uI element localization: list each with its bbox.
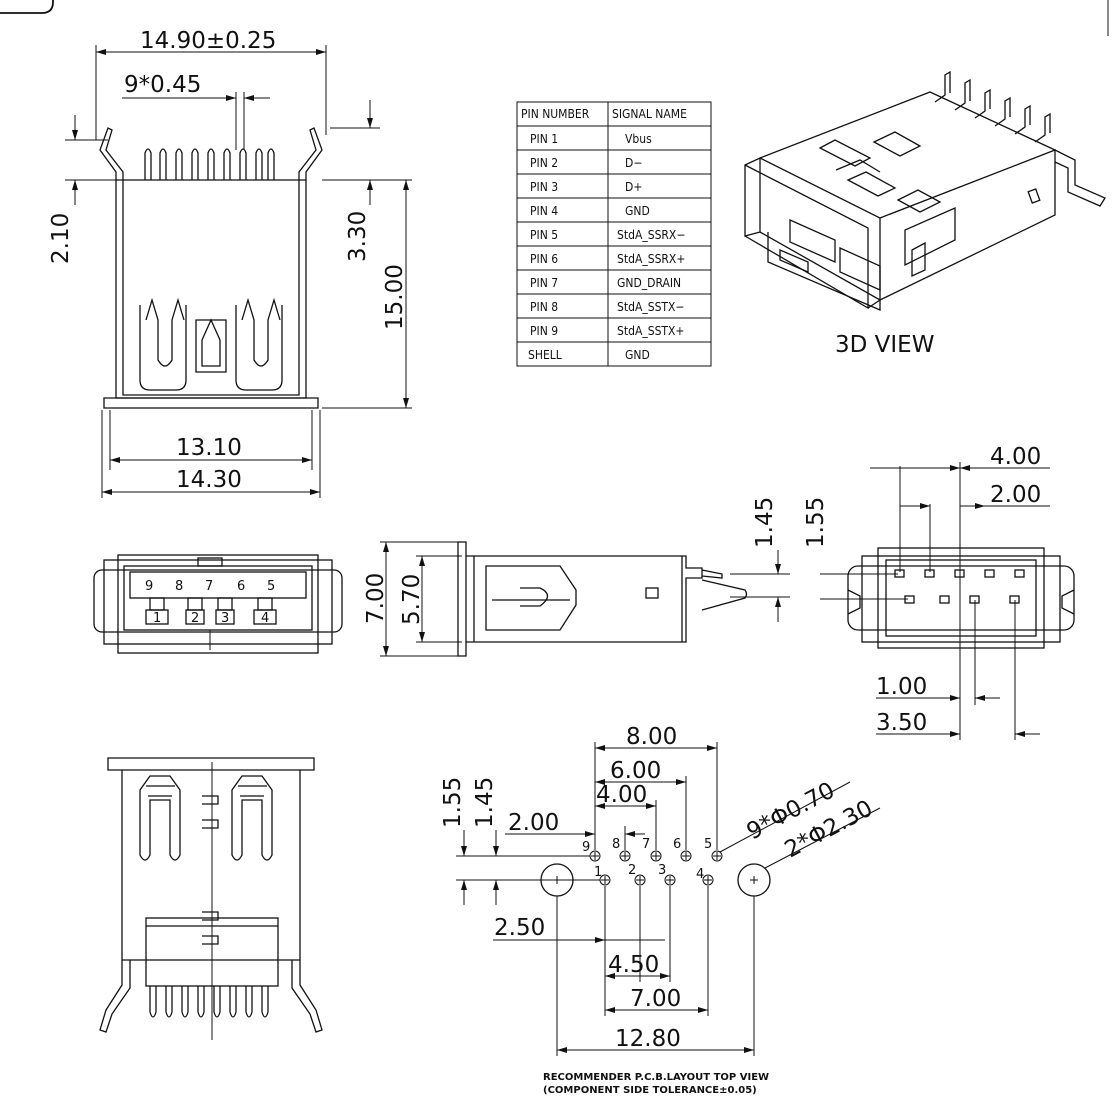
- pcb-dim-1280: 12.80: [615, 1026, 681, 1052]
- dim-body-width: 14.30: [176, 467, 242, 493]
- pin-table-signal-cell: Vbus: [625, 132, 652, 146]
- dim-pin-length-left: 2.10: [48, 213, 74, 264]
- mating-pin-8: 8: [175, 579, 183, 594]
- pin-table-pin-cell: PIN 1: [530, 132, 558, 146]
- pcb-dim-450: 4.50: [608, 952, 659, 978]
- pin-table-pin-cell: SHELL: [528, 348, 562, 362]
- pin-table-pin-cell: PIN 3: [530, 180, 558, 194]
- title-block-corner: [0, 0, 54, 14]
- pcb-layout: 8.00 6.00 4.00 2.00 1.55 1.45: [440, 724, 881, 1096]
- pin-table-pin-cell: PIN 4: [530, 204, 558, 218]
- pcb-pin-4: 4: [696, 867, 704, 882]
- dim-overall-height: 15.00: [382, 264, 408, 330]
- mating-pin-1: 1: [153, 611, 161, 626]
- pcb-note-line1: RECOMMENDER P.C.B.LAYOUT TOP VIEW: [543, 1072, 769, 1083]
- pcb-dim-200: 2.00: [508, 810, 559, 836]
- rear-view: 4.00 2.00 1.00 3.50: [820, 444, 1075, 740]
- pin-table-signal-cell: StdA_SSRX+: [617, 252, 685, 266]
- top-view: 14.90±0.25 9*0.45 2.10 3.30 15.00: [48, 28, 412, 498]
- dim-front-height-inner: 5.70: [399, 574, 425, 625]
- pin-table-pin-cell: PIN 7: [530, 276, 558, 290]
- dim-rear-pitch-2: 2.00: [990, 482, 1041, 508]
- mating-pin-7: 7: [205, 579, 213, 594]
- dim-rear-pitch-4: 4.00: [990, 444, 1041, 470]
- mating-pin-2: 2: [191, 611, 199, 626]
- dim-side-offset-a: 1.45: [752, 497, 778, 548]
- pcb-dim-700: 7.00: [630, 986, 681, 1012]
- pin-table-signal-cell: StdA_SSRX−: [617, 228, 685, 242]
- pcb-dim-145: 1.45: [472, 777, 498, 828]
- pin-table-pin-cell: PIN 9: [530, 324, 558, 338]
- pin-table-signal-cell: StdA_SSTX+: [617, 324, 684, 338]
- dim-pin-pitch: 9*0.45: [124, 72, 201, 98]
- pin-table-signal-cell: GND: [625, 204, 650, 218]
- 3d-view: 3D VIEW: [744, 70, 1106, 358]
- dim-side-offset-b: 1.55: [803, 497, 829, 548]
- pcb-pin-8: 8: [612, 837, 620, 852]
- pcb-dim-600: 6.00: [610, 758, 661, 784]
- pcb-dim-800: 8.00: [626, 724, 677, 750]
- mating-pin-3: 3: [221, 611, 229, 626]
- pcb-note-line2: (COMPONENT SIDE TOLERANCE±0.05): [543, 1085, 757, 1096]
- 3d-view-label: 3D VIEW: [835, 332, 934, 358]
- dim-front-height-outer: 7.00: [363, 573, 389, 624]
- mating-pin-9: 9: [145, 579, 153, 594]
- mating-face-view: 9 8 7 6 5 1 2 3 4: [93, 554, 343, 654]
- bottom-view: [99, 757, 323, 1040]
- pin-table-signal-cell: StdA_SSTX−: [617, 300, 684, 314]
- pin-table-pin-cell: PIN 2: [530, 156, 558, 170]
- pin-table-header-signal: SIGNAL NAME: [612, 107, 687, 121]
- side-view: 7.00 5.70 1.45 1.55: [363, 497, 829, 657]
- pcb-dim-400: 4.00: [596, 782, 647, 808]
- pin-table-header-pin: PIN NUMBER: [521, 107, 590, 121]
- dim-overall-width: 14.90±0.25: [140, 28, 276, 54]
- pcb-pin-3: 3: [658, 863, 666, 878]
- pin-table-signal-cell: D+: [625, 180, 642, 194]
- dim-pin-length-right: 3.30: [345, 211, 371, 262]
- pin-table-signal-cell: D−: [625, 156, 642, 170]
- mating-pin-6: 6: [237, 579, 245, 594]
- pcb-dim-250: 2.50: [494, 915, 545, 941]
- pcb-dim-155: 1.55: [440, 777, 466, 828]
- pin-table-pin-cell: PIN 5: [530, 228, 558, 242]
- pcb-pin-2: 2: [628, 863, 636, 878]
- mating-pin-5: 5: [267, 579, 275, 594]
- mating-pin-4: 4: [261, 611, 269, 626]
- pcb-pin-6: 6: [673, 837, 681, 852]
- pin-table-pin-cell: PIN 6: [530, 252, 558, 266]
- pcb-pin-5: 5: [704, 837, 712, 852]
- dim-inner-width: 13.10: [176, 435, 242, 461]
- pin-table-pin-cell: PIN 8: [530, 300, 558, 314]
- pcb-pin-9: 9: [582, 840, 590, 855]
- pin-table-signal-cell: GND_DRAIN: [617, 276, 681, 290]
- dim-rear-pitch-35: 3.50: [876, 710, 927, 736]
- pin-table-signal-cell: GND: [625, 348, 650, 362]
- pcb-pin-7: 7: [642, 837, 650, 852]
- pcb-pin-1: 1: [594, 865, 602, 880]
- dim-rear-pitch-1: 1.00: [876, 674, 927, 700]
